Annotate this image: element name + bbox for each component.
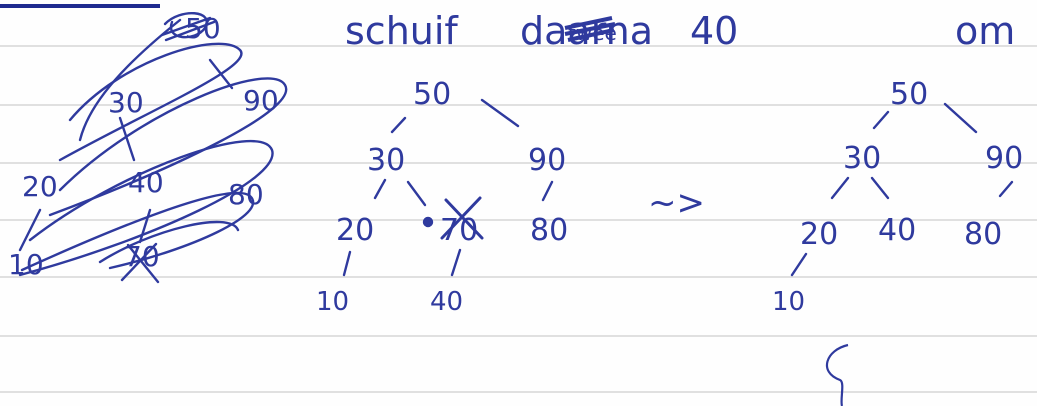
ruling-lines bbox=[0, 45, 1037, 393]
result-tree: 50 30 90 20 40 80 10 bbox=[772, 77, 1023, 406]
scribbled-node-50: 50 bbox=[185, 12, 221, 45]
struck-word: twee bbox=[564, 16, 617, 45]
heading-word-om: om bbox=[955, 9, 1015, 53]
scribbled-node-90: 90 bbox=[243, 84, 279, 117]
result-node-10: 10 bbox=[772, 287, 805, 317]
result-node-50: 50 bbox=[890, 77, 928, 112]
scribbled-tree: 50 30 90 20 40 80 10 70 bbox=[8, 11, 288, 284]
middle-node-10: 10 bbox=[316, 287, 349, 317]
heading-word-40: 40 bbox=[690, 9, 738, 53]
scribble-strokes bbox=[18, 11, 288, 284]
scribbled-node-10: 10 bbox=[8, 248, 44, 281]
middle-node-80: 80 bbox=[530, 213, 568, 248]
scribbled-node-20: 20 bbox=[22, 170, 58, 203]
scribbled-node-30: 30 bbox=[108, 86, 144, 119]
middle-node-40: 40 bbox=[430, 287, 463, 317]
result-node-20: 20 bbox=[800, 217, 838, 252]
middle-tree-edges bbox=[342, 98, 554, 277]
middle-tree: 50 30 90 20 70 80 10 40 bbox=[316, 77, 568, 317]
middle-node-50: 50 bbox=[413, 77, 451, 112]
result-node-40: 40 bbox=[878, 213, 916, 248]
middle-node-90: 90 bbox=[528, 143, 566, 178]
stray-mark bbox=[825, 343, 849, 406]
middle-node-20: 20 bbox=[336, 213, 374, 248]
result-node-30: 30 bbox=[843, 141, 881, 176]
result-tree-edges bbox=[790, 102, 1014, 277]
result-node-80: 80 bbox=[964, 217, 1002, 252]
heading-word-schuif: schuif bbox=[345, 9, 459, 53]
transform-arrow: ~> bbox=[648, 183, 705, 223]
middle-node-30: 30 bbox=[367, 143, 405, 178]
result-node-90: 90 bbox=[985, 141, 1023, 176]
